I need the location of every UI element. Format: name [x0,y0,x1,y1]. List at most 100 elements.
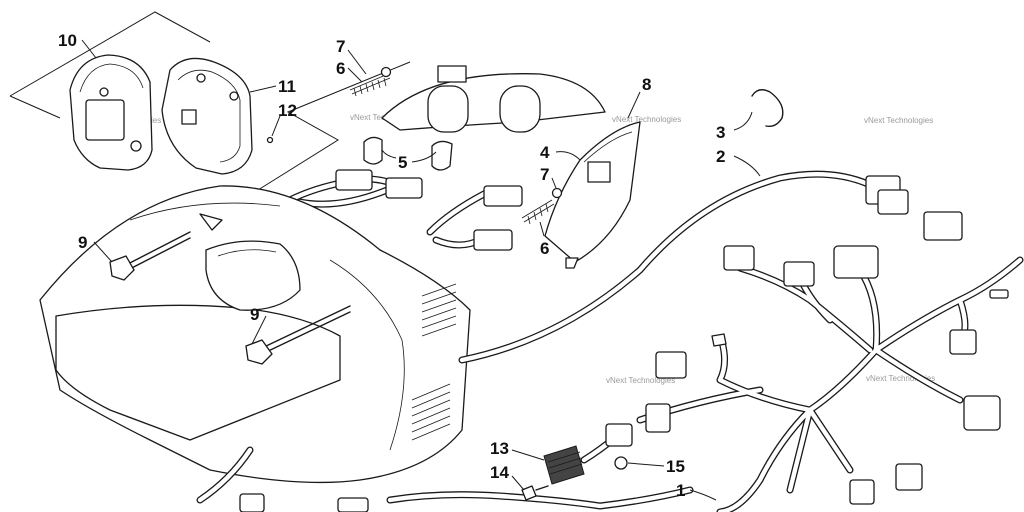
bolt-shaft [261,305,351,349]
bolt-14-shaft [535,485,549,491]
hood-contour [329,259,405,451]
hood-vents [411,283,457,441]
leader-line [539,221,545,237]
harness-connector [833,245,879,279]
callout-7: 7 [336,37,345,56]
leader-line [551,177,557,189]
hood-front-lip [55,304,341,441]
washer-7 [380,66,392,78]
spring-6 [521,199,555,225]
side-bracket [544,121,641,263]
leader-line [627,91,641,119]
group-bracket-line [9,11,211,97]
leader-line [733,111,753,131]
leader-line [347,49,367,75]
side-bracket-tab [587,161,611,183]
callout-1: 1 [676,481,685,500]
upper-bracket [381,73,606,131]
grommet-5 [363,136,383,165]
gauge-assembly [9,11,281,175]
harness-connector [723,245,755,271]
group-bracket-line [9,95,61,119]
leader-line [511,475,525,491]
headlight-rim [217,249,277,257]
callout-10: 10 [58,31,77,50]
leader-line [555,151,581,161]
leader-line [347,67,363,83]
leader-line [251,315,267,345]
speedometer-dial-arc [79,63,144,93]
bolt-14 [521,485,537,501]
hood-emblem [199,213,223,231]
bolt-9-head [109,255,135,281]
bracket-tab [437,65,467,83]
gauge-housing [161,57,253,175]
housing-screw [196,73,206,83]
housing-screw [229,91,239,101]
callout-14: 14 [490,463,509,482]
leader-line [627,462,665,467]
connector [335,169,373,191]
needle-hub [99,87,109,97]
callout-13: 13 [490,439,509,458]
mating-connector [923,211,963,241]
bracket-tube [499,85,541,133]
callout-9: 9 [78,233,87,252]
harness-connector [655,351,687,379]
lcd-display [85,99,125,141]
harness-connector [239,493,265,512]
leader-line [81,39,97,59]
spring-6 [349,73,391,97]
leader-line [93,241,113,263]
cable-connector-body [877,189,909,215]
leader-line [411,151,437,163]
headlight-opening [205,240,301,311]
connector-pigtails [286,169,523,251]
regulator-assembly [511,423,665,501]
connector [483,185,523,207]
harness-connector [963,395,1001,431]
retaining-ring [751,89,784,128]
connector [473,229,513,251]
bolt-shaft [123,231,191,267]
callout-12: 12 [278,101,297,120]
wiring-harness-1 [196,245,1024,512]
ring-terminal [711,333,727,347]
gauge-button [130,140,142,152]
leader-line [381,149,397,159]
harness-connector [949,329,977,355]
side-bracket-edge [583,131,633,163]
bolt-shaft [261,311,351,355]
bolt-9-head [245,339,273,365]
windshield-brackets [257,49,641,269]
harness-connector [895,463,923,491]
callout-8: 8 [642,75,651,94]
bolt-shaft [123,237,191,273]
harness-connector [783,261,815,287]
callout-9: 9 [250,305,259,324]
watermark-text: vNext Technologies [612,115,681,124]
screw-12 [266,136,274,144]
callout-11: 11 [278,77,296,96]
leader-line [689,489,717,501]
hood-contour [129,202,281,221]
regulator-connector [605,423,633,447]
washer-15 [614,456,628,470]
harness-connector [337,497,369,512]
side-bracket-foot [565,257,579,269]
ring-3 [733,89,784,131]
bracket-tube [427,85,469,133]
fuse-holder [989,289,1009,299]
voltage-regulator-13 [543,445,585,485]
connector [385,177,423,199]
callout-3: 3 [716,123,725,142]
watermark-text: vNext Technologies [866,374,935,383]
callout-5: 5 [398,153,407,172]
callout-6: 6 [540,239,549,258]
callout-6: 6 [336,59,345,78]
housing-clip [181,109,197,125]
callout-numbers: 10 11 12 7 6 5 8 4 7 6 3 2 9 9 13 14 15 … [58,31,725,500]
watermark-text: vNext Technologies [606,376,675,385]
leader-line [733,155,761,177]
